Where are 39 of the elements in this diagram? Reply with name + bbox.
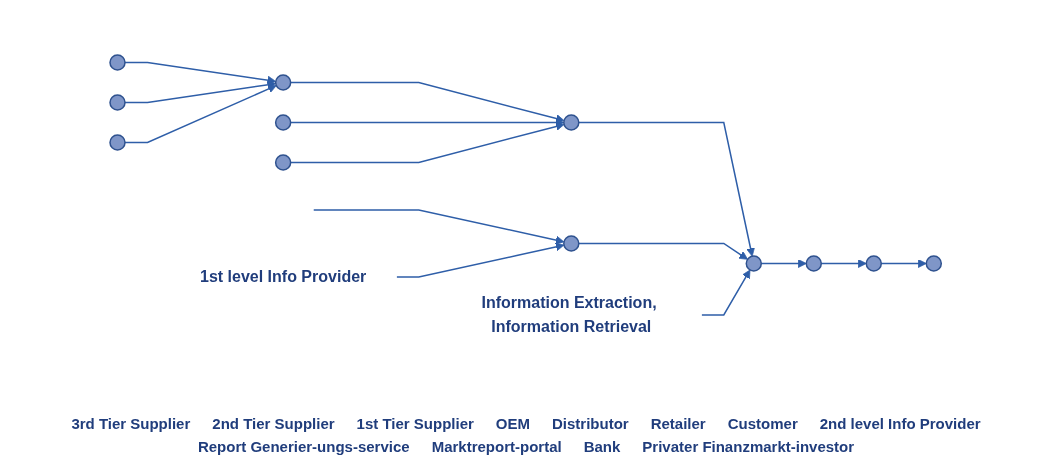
node-circle [805, 255, 823, 272]
node-circle [563, 235, 580, 252]
node-text: 1st level Info Provider [200, 268, 367, 285]
label-text: Marktreport-portal [431, 438, 562, 455]
node-circle [275, 74, 292, 91]
label-text: 2nd level Info Provider [819, 415, 981, 432]
arrow [760, 259, 808, 268]
arrow [395, 242, 565, 278]
node-circle [745, 255, 763, 272]
label-text: 2nd Tier Supplier [212, 415, 335, 432]
arrow [820, 259, 868, 268]
arrow [880, 259, 928, 268]
node-circle [109, 54, 127, 71]
node-circle [563, 114, 580, 131]
label-text: Bank [583, 438, 621, 455]
arrow [124, 84, 278, 144]
label-text: 3rd Tier Supplier [71, 415, 191, 432]
arrow [312, 209, 565, 245]
node-circle [925, 255, 943, 272]
node-circle [275, 154, 292, 171]
arrow [290, 122, 565, 164]
node-circle [275, 114, 292, 131]
arrow [124, 80, 277, 104]
label-text: OEM [495, 415, 530, 432]
label-text: Customer [727, 415, 798, 432]
arrow [290, 81, 565, 123]
arrow [124, 61, 277, 85]
node-circle [109, 134, 127, 151]
node-circle [109, 94, 127, 111]
label-text: 1st Tier Supplier [356, 415, 474, 432]
arrow [700, 269, 751, 316]
node-circle [865, 255, 883, 272]
arrow [578, 121, 756, 257]
label-text: Retailer [650, 415, 706, 432]
label-text: Privater Finanzmarkt-investor [642, 438, 855, 455]
arrow [578, 242, 749, 260]
node-text: Information Extraction, Information Retrieval [481, 294, 657, 335]
label-text: Report Generier-ungs-service [197, 438, 410, 455]
label-text: Distributor [552, 415, 629, 432]
